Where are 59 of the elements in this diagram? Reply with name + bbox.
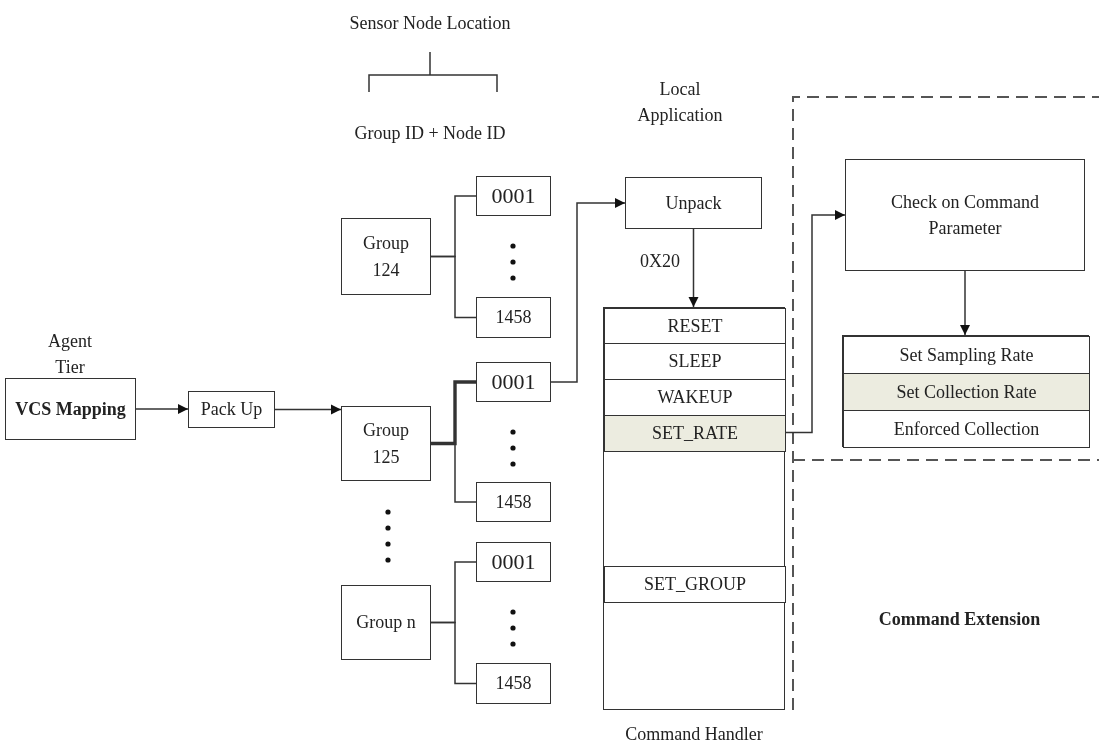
arrow	[688, 228, 699, 308]
node-label: SLEEP	[667, 350, 723, 374]
node-label: Group 124	[362, 232, 410, 282]
arrow	[135, 403, 189, 415]
text-label: Group ID + Node ID	[353, 122, 507, 145]
node-label: WAKEUP	[656, 386, 734, 410]
node-label: RESET	[666, 314, 724, 338]
table-caption: Command Handler	[625, 723, 763, 746]
arrow	[274, 404, 342, 415]
node-id-box	[476, 663, 551, 704]
node-label: 1458	[494, 490, 533, 514]
node-label: Enforced Collection	[892, 417, 1041, 441]
table-row	[843, 373, 1090, 411]
text-label: Sensor Node Location	[348, 12, 512, 35]
node-id-box	[476, 542, 551, 582]
connector-line	[430, 255, 477, 319]
process-box	[845, 159, 1085, 271]
group-box	[341, 218, 431, 295]
table-row	[604, 308, 786, 344]
arrow	[550, 197, 626, 383]
node-label: 0001	[490, 368, 537, 397]
node-id-box	[476, 482, 551, 522]
option-table	[842, 335, 1089, 447]
text-label: Command Extension	[877, 608, 1042, 631]
connector-line	[430, 442, 477, 503]
connector-line	[431, 380, 476, 446]
table-row	[604, 566, 786, 603]
table-row	[843, 336, 1090, 374]
node-label: Group 125	[362, 419, 410, 469]
process-box	[188, 391, 275, 428]
node-label: Set Sampling Rate	[898, 343, 1035, 367]
node-label: Set Collection Rate	[895, 380, 1038, 404]
group-box	[341, 585, 431, 660]
table-row	[843, 410, 1090, 448]
text-label: Agent Tier	[47, 330, 93, 380]
node-label: VCS Mapping	[14, 397, 127, 421]
arrow	[959, 270, 971, 336]
text-label: Local Application	[636, 78, 724, 128]
node-label: SET_GROUP	[643, 573, 747, 597]
node-label: 1458	[494, 306, 533, 330]
process-box	[625, 177, 762, 229]
node-label: Group n	[356, 611, 416, 635]
connector-line	[430, 621, 477, 685]
table-row	[604, 343, 786, 380]
node-label: SET_RATE	[651, 422, 739, 446]
node-label: 0001	[490, 548, 537, 577]
node-id-box	[476, 362, 551, 402]
node-id-box	[476, 176, 551, 216]
node-label: 0001	[490, 182, 537, 211]
table-row	[604, 415, 786, 452]
table-row	[604, 379, 786, 416]
process-box	[5, 378, 136, 440]
node-label: 1458	[494, 672, 533, 696]
arrow	[784, 209, 846, 434]
node-label: Pack Up	[199, 398, 264, 422]
node-label: Unpack	[664, 191, 723, 215]
group-box	[341, 406, 431, 481]
node-label: Check on Command Parameter	[890, 190, 1040, 240]
node-id-box	[476, 297, 551, 338]
